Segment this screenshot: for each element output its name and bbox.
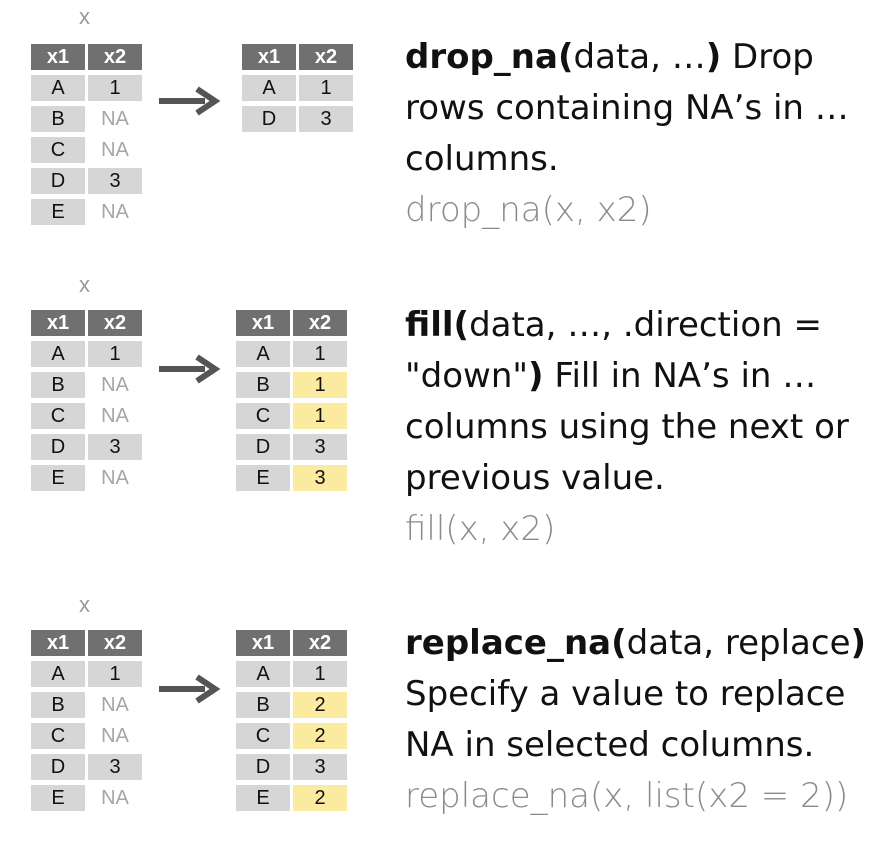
table-cell: B [31,106,85,132]
table-cell: 3 [88,434,142,460]
function-close: ) [850,623,867,663]
table-cell: NA [101,725,129,747]
table-cell: C [31,723,85,749]
table-cell: B [31,372,85,398]
table-cell: A [31,75,85,101]
table-cell: D [236,754,290,780]
table-cell: NA [101,108,129,130]
example-code: fill(x, x2) [405,509,556,549]
table-cell: NA [101,467,129,489]
function-name: drop_na( [405,37,574,77]
table-cell: 1 [88,341,142,367]
function-text: Specify a value to replace NA in selecte… [405,674,846,765]
input-table-name: x [79,272,90,297]
table-cell: C [31,403,85,429]
table-cell: C [236,403,290,429]
table-cell: E [236,785,290,811]
function-description: drop_na(data, …) Drop rows containing NA… [405,32,885,236]
table-cell: 3 [293,434,347,460]
column-header: x2 [293,630,347,656]
table-cell: NA [101,374,129,396]
column-header: x2 [88,44,142,70]
function-close: ) [528,356,544,396]
table-cell: E [31,785,85,811]
table-cell: 1 [88,661,142,687]
table-cell: 2 [293,723,347,749]
function-close: ) [705,37,722,77]
table-cell: 1 [293,403,347,429]
table-cell: C [236,723,290,749]
table-cell: 3 [293,465,347,491]
column-header: x2 [88,630,142,656]
table-cell: E [31,199,85,225]
function-description: replace_na(data, replace) Specify a valu… [405,618,885,822]
table-cell: 3 [299,106,353,132]
column-header: x1 [242,44,296,70]
table-cell: A [31,661,85,687]
table-cell: D [31,754,85,780]
table-cell: 1 [299,75,353,101]
table-cell: D [31,434,85,460]
example-code: replace_na(x, list(x2 = 2)) [405,776,849,816]
function-args: data, … [573,37,706,77]
table-cell: NA [101,139,129,161]
column-header: x2 [299,44,353,70]
table-cell: B [236,372,290,398]
column-header: x2 [88,310,142,336]
table-cell: B [236,692,290,718]
table-cell: E [31,465,85,491]
table-cell: 3 [293,754,347,780]
table-cell: C [31,137,85,163]
table-cell: 1 [88,75,142,101]
table-cell: A [236,341,290,367]
table-cell: 3 [88,168,142,194]
table-cell: D [31,168,85,194]
column-header: x1 [31,44,85,70]
table-cell: B [31,692,85,718]
function-text: Drop rows containing NA’s in … columns. [405,37,849,179]
column-header: x2 [293,310,347,336]
input-table-name: x [79,4,90,29]
function-name: replace_na( [405,623,627,663]
table-cell: 2 [293,692,347,718]
arrow-icon [159,86,221,116]
arrow-icon [159,674,221,704]
table-cell: NA [101,201,129,223]
table-cell: 1 [293,341,347,367]
table-cell: NA [101,787,129,809]
table-cell: A [31,341,85,367]
table-cell: E [236,465,290,491]
table-cell: 1 [293,372,347,398]
table-cell: NA [101,694,129,716]
arrow-icon [159,354,221,384]
table-cell: A [242,75,296,101]
function-args: data, replace [626,623,851,663]
table-cell: NA [101,405,129,427]
table-cell: A [236,661,290,687]
column-header: x1 [236,630,290,656]
column-header: x1 [31,310,85,336]
input-table-name: x [79,592,90,617]
table-cell: D [236,434,290,460]
function-name: fill( [405,305,470,345]
column-header: x1 [31,630,85,656]
example-code: drop_na(x, x2) [405,190,652,230]
function-args: data, …, .direction = "down" [405,305,822,396]
function-description: fill(data, …, .direction = "down") Fill … [405,300,885,555]
table-cell: 2 [293,785,347,811]
table-cell: 1 [293,661,347,687]
column-header: x1 [236,310,290,336]
table-cell: D [242,106,296,132]
table-cell: 3 [88,754,142,780]
function-text: Fill in NA’s in … columns using the next… [405,356,849,498]
